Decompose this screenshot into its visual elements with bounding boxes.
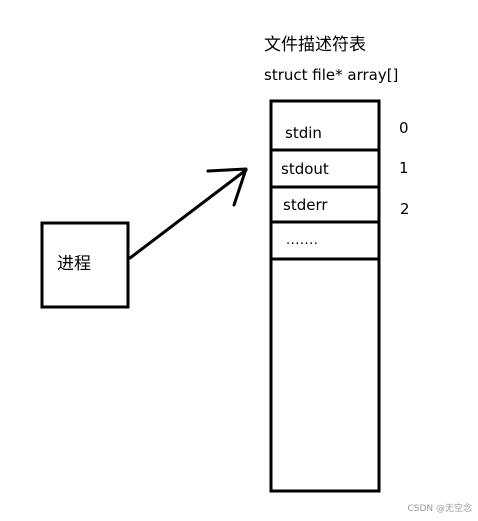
array-declaration: struct file* array[] (264, 66, 399, 84)
slot-label-more: ....... (286, 233, 319, 248)
index-label-2: 2 (400, 200, 410, 218)
watermark: CSDN @无空念 (407, 504, 472, 514)
pointer-arrow-head (206, 167, 248, 207)
slot-label-stdout: stdout (281, 160, 329, 178)
index-label-0: 0 (399, 119, 409, 137)
slot-label-stderr: stderr (283, 196, 328, 214)
fd-table-outline (269, 99, 381, 493)
index-label-1: 1 (399, 159, 409, 177)
slot-label-stdin: stdin (285, 124, 322, 142)
process-box (40, 221, 130, 309)
process-label: 进程 (57, 254, 91, 274)
pointer-arrow-shaft (128, 168, 248, 260)
table-title: 文件描述符表 (264, 35, 366, 55)
